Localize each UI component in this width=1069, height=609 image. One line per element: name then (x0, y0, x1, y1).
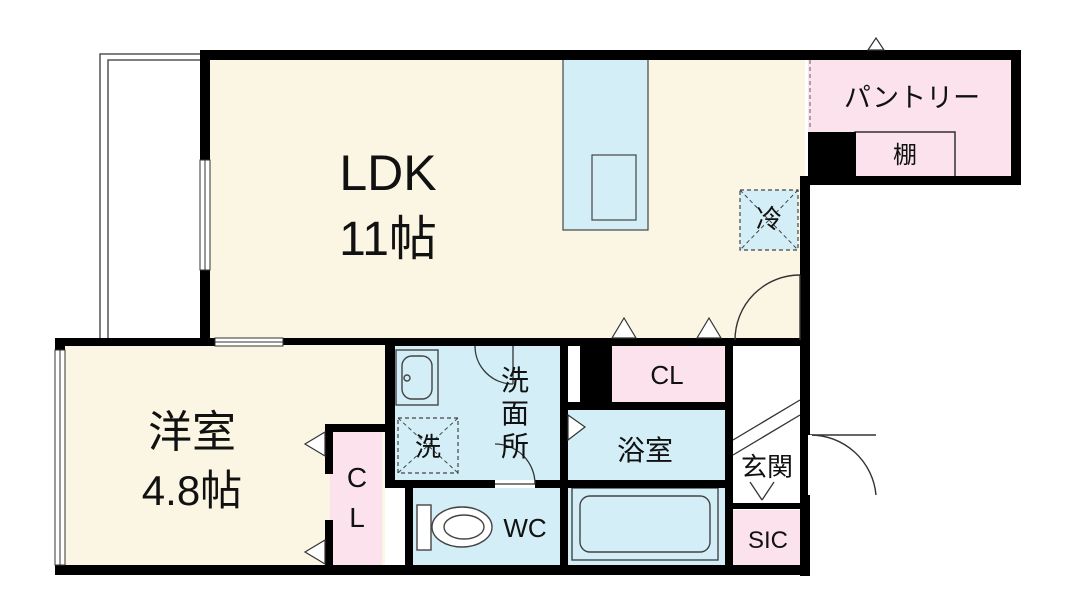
bath-label: 浴室 (617, 435, 673, 466)
washroom-label-2: 面 (501, 398, 529, 429)
kitchen-sink (591, 154, 637, 221)
entrance-step (732, 399, 801, 501)
ldk-floor (205, 55, 805, 340)
washer-space (397, 417, 459, 474)
closet-western-label-2: L (349, 502, 365, 533)
closet-western-floor (330, 432, 382, 565)
windows (54, 159, 284, 566)
balcony (99, 53, 210, 341)
sic-label: SIC (748, 527, 788, 554)
wc-label: WC (503, 513, 546, 543)
fridge-label: 冷 (756, 204, 782, 234)
entrance-door (808, 434, 877, 496)
washer-label: 洗 (415, 432, 441, 462)
closet-doors (303, 316, 723, 566)
toilet (416, 504, 493, 551)
closet-ldk-floor (610, 345, 725, 402)
ldk-name: LDK (339, 145, 436, 201)
entrance-label: 玄関 (741, 452, 793, 482)
pantry-door-marker (866, 36, 886, 51)
washroom-door (474, 345, 536, 485)
washbasin (395, 349, 439, 406)
entrance-floor (732, 345, 807, 510)
western-name: 洋室 (148, 408, 236, 457)
closet-ldk-label: CL (650, 360, 683, 390)
shelf-label: 棚 (893, 142, 917, 169)
sic-floor (732, 510, 807, 565)
walls (55, 50, 1021, 576)
closet-western-label-1: C (347, 462, 367, 493)
ldk-size: 11帖 (339, 213, 437, 266)
fridge-space (739, 189, 799, 251)
ldk-door (734, 274, 801, 341)
pantry-label: パントリー (844, 83, 980, 113)
bath-door-marker (567, 413, 587, 442)
washroom-label-1: 洗 (501, 365, 529, 396)
washroom-label-3: 所 (501, 431, 529, 462)
western-size: 4.8帖 (142, 467, 242, 514)
